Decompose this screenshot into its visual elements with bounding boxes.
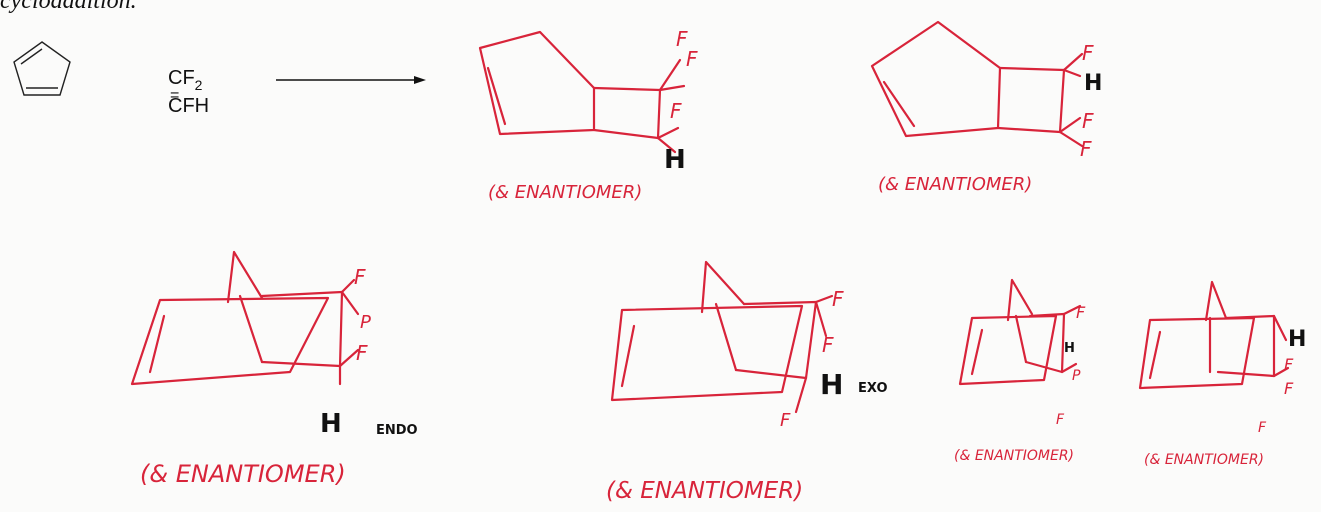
enantiomer-label-1: (& ENANTIOMER) [488, 182, 642, 203]
product-2-structure: F H F F [870, 20, 1102, 161]
product-1-structure: F F F H [478, 27, 698, 175]
enantiomer-label-3: (& ENANTIOMER) [140, 460, 346, 488]
p1-f1-label: F [676, 27, 688, 51]
header-text: cycloaddition. [0, 0, 137, 14]
p1-h-label: H [664, 145, 686, 175]
p5-p-label: P [1072, 368, 1081, 384]
p2-h-label: H [1084, 71, 1102, 96]
p4-f2-label: F [822, 333, 834, 357]
product-6-structure: H F F F [1138, 280, 1306, 436]
p6-f2-label: F [1284, 379, 1294, 398]
p5-h-label: H [1064, 341, 1075, 356]
p3-f1-label: F [354, 265, 366, 289]
p6-f1-label: F [1284, 355, 1294, 374]
p3-f2-label: F [356, 341, 368, 365]
p1-f3-label: F [670, 99, 682, 123]
p5-f2-label: F [1056, 412, 1065, 428]
alkene-bottom-formula: CFH [168, 95, 209, 117]
p3-h-label: H [320, 409, 342, 439]
product-4-exo-structure: F F H EXO F [610, 260, 888, 431]
enantiomer-label-5: (& ENANTIOMER) [954, 448, 1074, 464]
p6-f3-label: F [1258, 420, 1267, 436]
trifluoroethylene-structure: CF2 = CFH [168, 67, 209, 117]
cyclopentadiene-structure [13, 41, 71, 96]
p6-h-label: H [1288, 327, 1306, 352]
p4-h-label: H [820, 368, 843, 401]
p4-f3-label: F [780, 410, 791, 431]
p5-f1-label: F [1076, 303, 1086, 322]
p2-f1-label: F [1082, 41, 1094, 65]
p4-f1-label: F [832, 287, 844, 311]
enantiomer-label-4: (& ENANTIOMER) [606, 478, 803, 504]
p3-p-label: P [360, 312, 371, 333]
exo-label: EXO [858, 381, 888, 396]
p2-f3-label: F [1080, 137, 1092, 161]
reaction-arrow [276, 76, 426, 84]
product-5-structure: F H P F [958, 278, 1086, 428]
endo-label: ENDO [376, 423, 418, 438]
alkene-double-bond: = [170, 87, 179, 104]
p1-f2-label: F [686, 47, 698, 71]
product-3-endo-structure: F P F H ENDO [130, 250, 418, 439]
enantiomer-label-2: (& ENANTIOMER) [878, 174, 1032, 195]
p2-f2-label: F [1082, 109, 1094, 133]
enantiomer-label-6: (& ENANTIOMER) [1144, 452, 1264, 468]
